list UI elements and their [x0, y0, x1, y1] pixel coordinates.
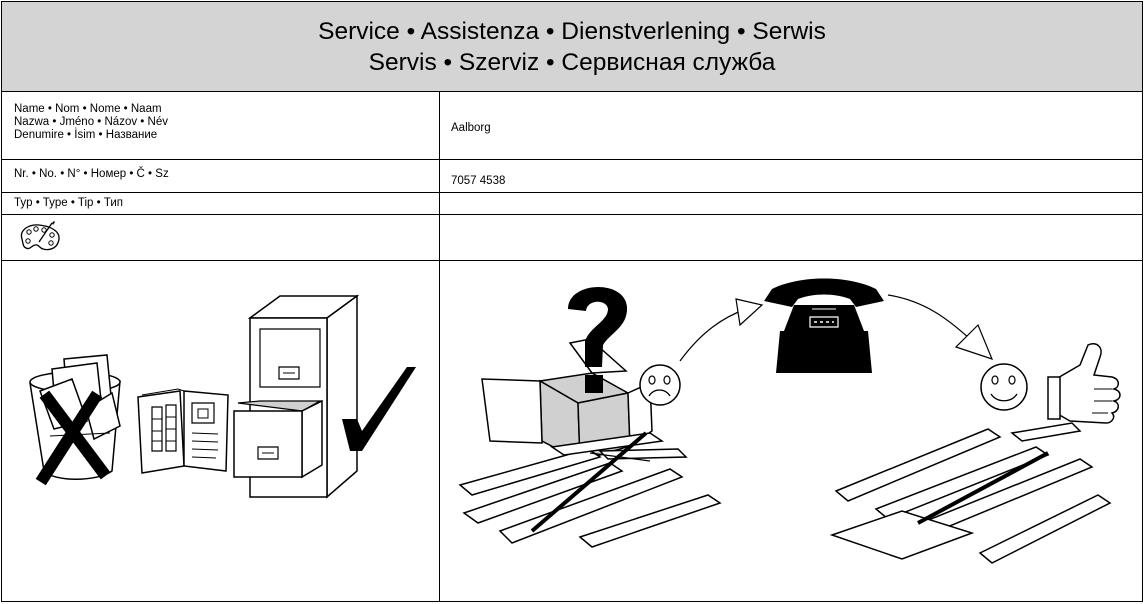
waste-bin-icon: [30, 355, 120, 479]
name-value: Aalborg: [451, 122, 491, 134]
name-label-line-3: Denumire • İsim • Название: [14, 129, 158, 141]
sad-face-icon: [640, 365, 680, 405]
flow-arrow-icon: [888, 295, 992, 359]
name-label-line-1: Name • Nom • Nome • Naam: [14, 103, 162, 115]
name-label-line-2: Nazwa • Jméno • Názov • Név: [14, 116, 168, 128]
contact-service-illustration: [440, 278, 1142, 601]
file-cabinet-icon: [234, 296, 357, 497]
damaged-boards-icon: [460, 433, 720, 547]
row-divider: [2, 214, 1142, 215]
form-header: Service • Assistenza • Dienstverlening •…: [2, 2, 1142, 92]
discard-cross-icon: [44, 399, 102, 477]
number-value: 7057 4538: [451, 175, 506, 187]
row-divider: [2, 260, 1142, 261]
checkmark-icon: [342, 367, 416, 451]
question-mark-icon: [568, 286, 628, 393]
telephone-icon: [764, 278, 884, 373]
row-divider: [2, 192, 1142, 193]
number-label: Nr. • No. • N° • Номер • Č • Sz: [14, 168, 169, 180]
column-divider: [439, 92, 440, 601]
type-label: Typ • Type • Tip • Тип: [14, 197, 124, 209]
row-divider: [2, 159, 1142, 160]
header-title-line-1: Service • Assistenza • Dienstverlening •…: [318, 17, 826, 45]
header-title-line-2: Servis • Szerviz • Сервисная служба: [368, 48, 776, 76]
archive-instructions-illustration: [2, 261, 416, 601]
happy-face-icon: [981, 364, 1027, 410]
open-manual-icon: [138, 389, 228, 473]
paint-palette-icon: [17, 221, 63, 254]
thumbs-up-icon: [1048, 344, 1120, 423]
flow-arrow-icon: [680, 299, 762, 361]
correct-boards-icon: [832, 423, 1110, 563]
